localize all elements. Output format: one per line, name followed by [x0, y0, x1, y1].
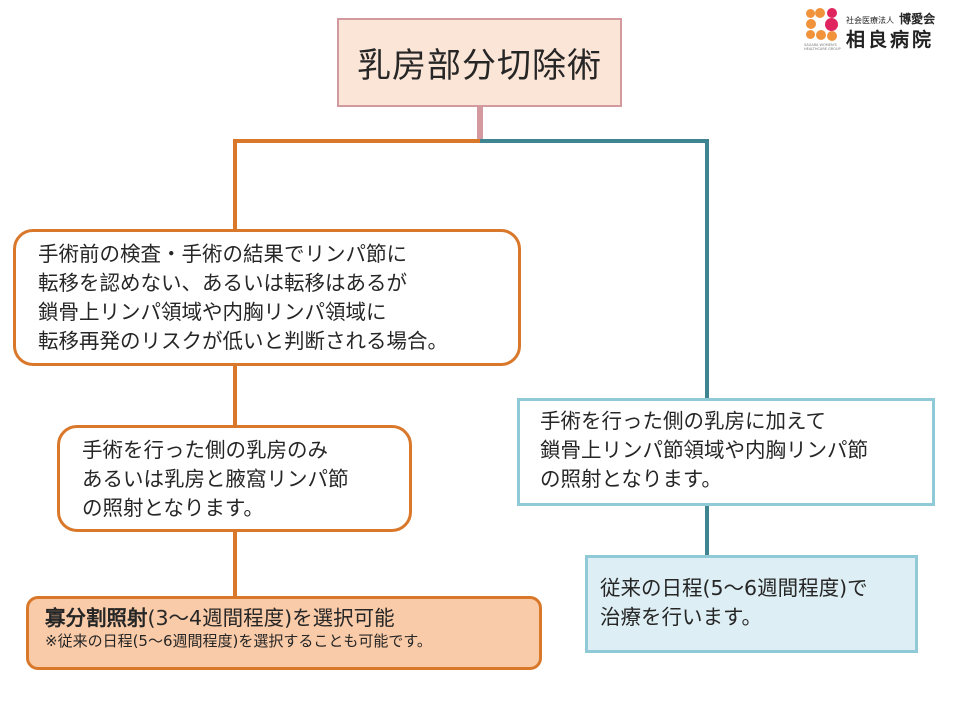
connector-left-vertical-1: [233, 139, 237, 231]
logo-hospital-name: 相良病院: [846, 29, 935, 51]
logo-mark-icon: [806, 8, 840, 42]
connector-left-horizontal: [233, 139, 481, 143]
hospital-logo: SAGARA WOMEN'S HEALTHCARE GROUP 社会医療法人 博…: [804, 8, 956, 52]
logo-org-prefix: 社会医療法人: [846, 16, 894, 25]
connector-title-stem: [477, 107, 483, 142]
left-result-bold: 寡分割照射: [45, 606, 148, 630]
left-target-line: の照射となります。: [82, 496, 264, 520]
logo-org: 社会医療法人 博愛会: [846, 8, 935, 27]
right-result-line: 治療を行います。: [600, 605, 762, 629]
left-result-main: 寡分割照射(3～4週間程度)を選択可能: [45, 605, 539, 631]
connector-left-vertical-2: [233, 364, 237, 428]
diagram-title: 乳房部分切除術: [337, 18, 622, 107]
left-condition-line: 転移再発のリスクが低いと判断される場合。: [38, 329, 448, 353]
left-condition-line: 鎖骨上リンパ領域や内胸リンパ領域に: [38, 300, 387, 324]
connector-right-vertical-1: [705, 139, 709, 401]
left-result-note: ※従来の日程(5～6週間程度)を選択することも可能です。: [45, 632, 432, 650]
left-target-line: あるいは乳房と腋窩リンパ節: [82, 467, 349, 491]
right-target-line: 手術を行った側の乳房に加えて: [540, 409, 826, 433]
left-condition-box: 手術前の検査・手術の結果でリンパ節に 転移を認めない、あるいは転移はあるが 鎖骨…: [13, 229, 521, 366]
logo-org-name: 博愛会: [899, 12, 936, 26]
right-target-box: 手術を行った側の乳房に加えて 鎖骨上リンパ節領域や内胸リンパ節 の照射となります…: [517, 398, 935, 506]
left-condition-line: 手術前の検査・手術の結果でリンパ節に: [38, 242, 407, 266]
connector-right-horizontal: [480, 139, 709, 143]
left-target-line: 手術を行った側の乳房のみ: [82, 438, 328, 462]
left-target-box: 手術を行った側の乳房のみ あるいは乳房と腋窩リンパ節 の照射となります。: [57, 425, 412, 532]
right-result-box: 従来の日程(5～6週間程度)で 治療を行います。: [585, 555, 918, 653]
connector-left-vertical-3: [233, 530, 237, 598]
left-result-box: 寡分割照射(3～4週間程度)を選択可能 ※従来の日程(5～6週間程度)を選択する…: [26, 596, 542, 670]
left-condition-line: 転移を認めない、あるいは転移はあるが: [38, 271, 407, 295]
logo-tagline: SAGARA WOMEN'S HEALTHCARE GROUP: [804, 43, 841, 51]
right-target-line: 鎖骨上リンパ節領域や内胸リンパ節: [540, 438, 868, 462]
connector-right-vertical-2: [705, 505, 709, 558]
right-result-line: 従来の日程(5～6週間程度)で: [600, 576, 868, 600]
left-result-rest: (3～4週間程度)を選択可能: [147, 606, 395, 630]
right-target-line: の照射となります。: [540, 467, 722, 491]
